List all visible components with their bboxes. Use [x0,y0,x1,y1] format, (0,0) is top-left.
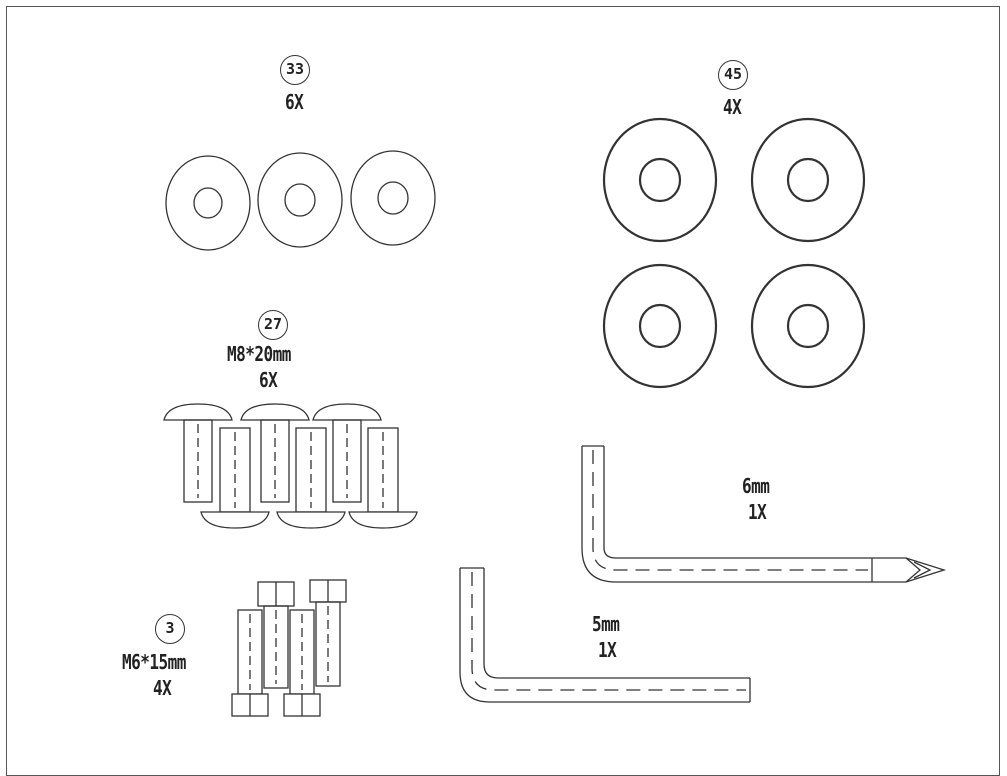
part-number-27: 27 [258,310,288,340]
part-number-45: 45 [718,60,748,90]
part-number-3: 3 [155,614,185,644]
part-number-33: 33 [280,55,310,85]
bolt-m8 [240,403,310,503]
size-label-3: M6*15mm [122,650,186,674]
qty-label-45: 4X [723,95,742,119]
washer-small [165,155,251,251]
allen-wrench-5mm [459,567,751,703]
washer-small [350,150,436,246]
qty-label-33: 6X [285,90,304,114]
qty-label-wrench-5mm: 1X [598,638,617,662]
qty-label-3: 4X [153,676,172,700]
bolt-m6 [257,581,295,689]
qty-label-27: 6X [259,368,278,392]
bolt-m8-group [163,403,418,529]
washer-large-group [602,117,866,389]
bolt-m8 [276,427,346,529]
bolt-m8 [312,403,382,503]
diagram-frame [6,6,1000,776]
bolt-m6 [309,579,347,687]
allen-wrench-6mm [581,445,947,583]
bolt-m8 [200,427,270,529]
washer-large [750,263,866,389]
size-label-wrench-6mm: 6mm [742,474,770,498]
washer-large [602,263,718,389]
bolt-m6 [231,609,269,717]
size-label-27: M8*20mm [227,342,291,366]
size-label-wrench-5mm: 5mm [592,612,620,636]
washer-large [602,117,718,243]
bolt-m8 [163,403,233,503]
bolt-m8 [348,427,418,529]
bolt-m6-group [231,579,347,717]
washer-small [257,152,343,248]
washer-large [750,117,866,243]
qty-label-wrench-6mm: 1X [748,500,767,524]
bolt-m6 [283,609,321,717]
washer-small-group [165,150,436,251]
